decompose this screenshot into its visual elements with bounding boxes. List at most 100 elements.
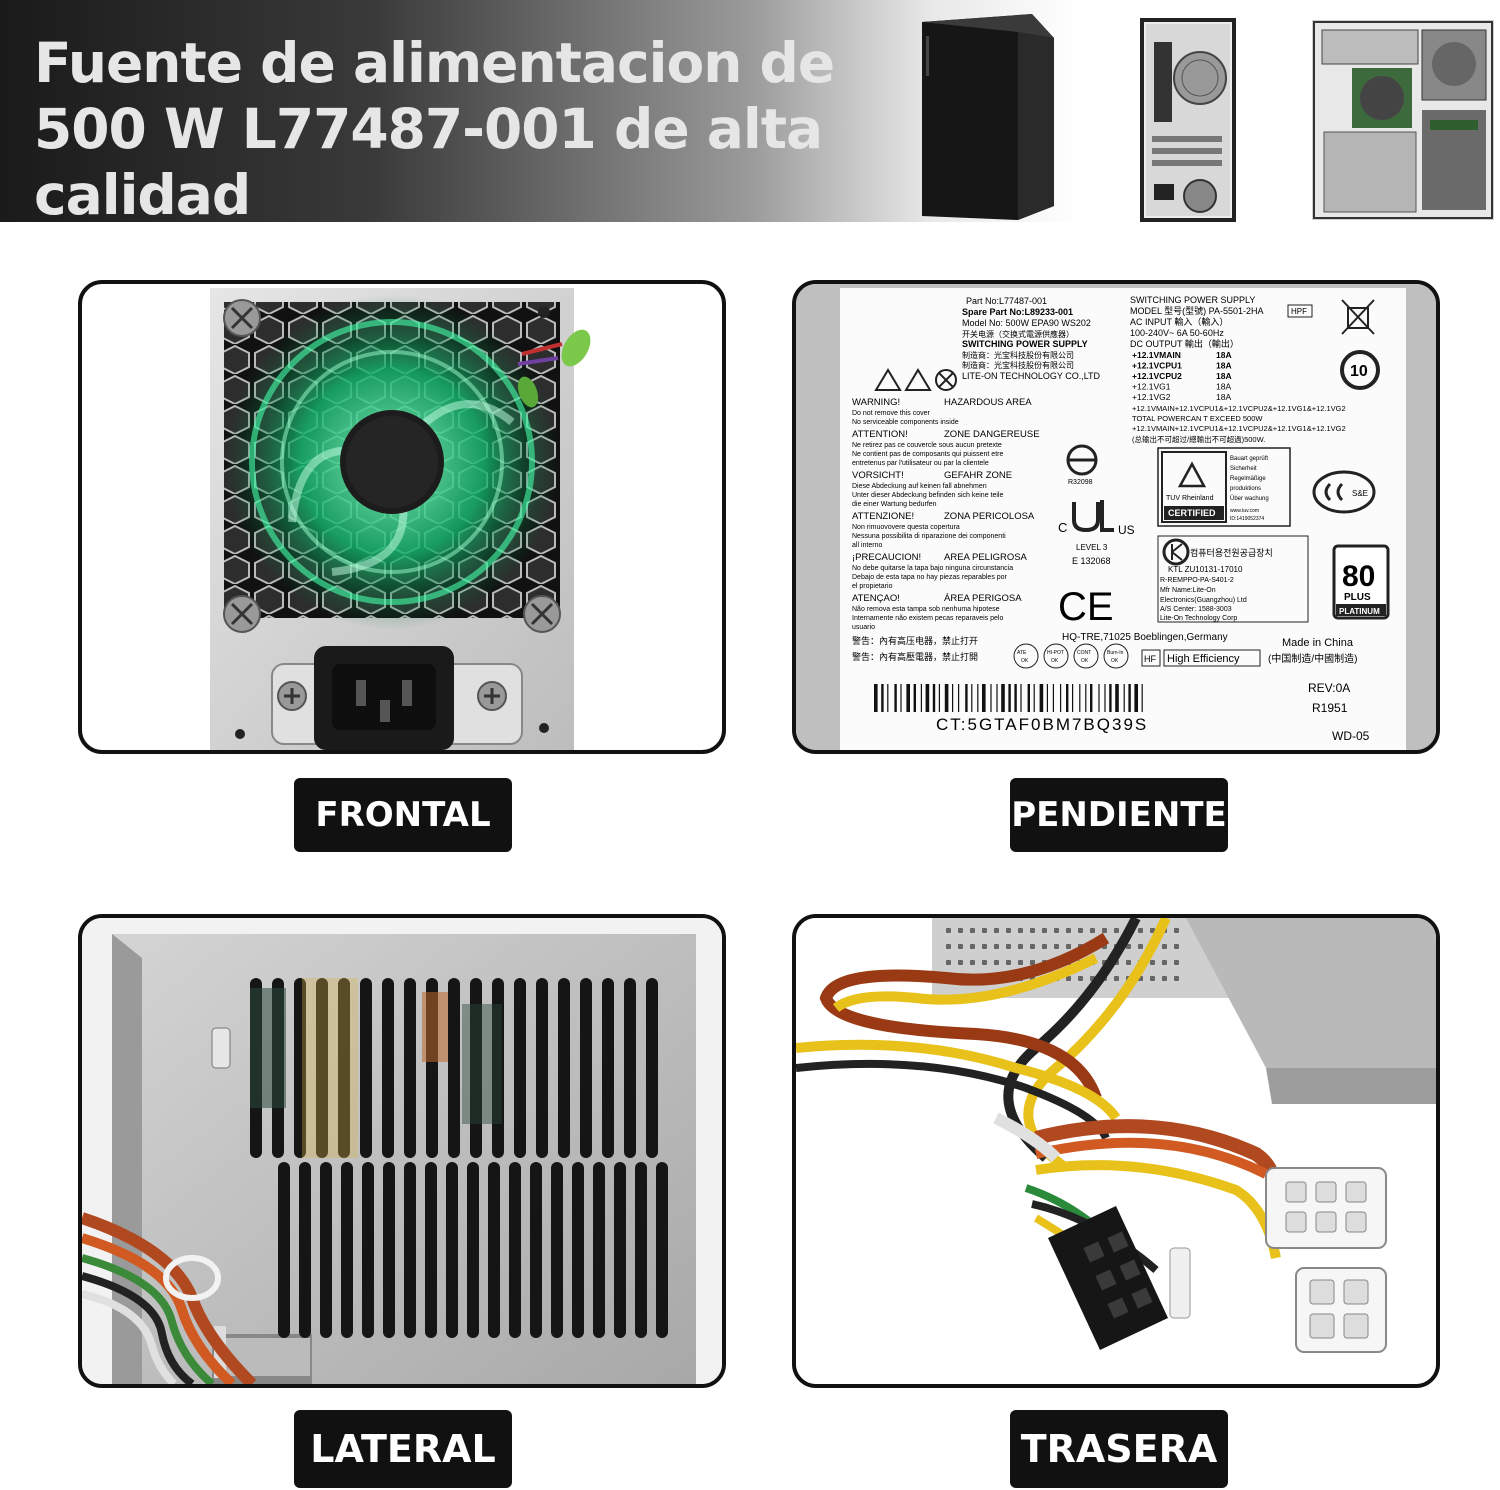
barcode-bar	[881, 684, 884, 712]
bsmi-icon	[1066, 444, 1098, 476]
tuv-site: www.tuv.com	[1230, 508, 1259, 514]
warning-line: Nessuna possibilita di riparazione dei c…	[852, 533, 1006, 540]
vent-slot	[602, 978, 614, 1158]
barcode-bar	[1046, 684, 1048, 712]
grille-hole	[1150, 976, 1155, 981]
tuv-id: ID:1419052374	[1230, 516, 1264, 522]
psu-side-image	[82, 918, 722, 1384]
trasera-view-panel[interactable]	[792, 914, 1440, 1388]
vent-slot	[446, 1162, 458, 1338]
grille-hole	[994, 944, 999, 949]
barcode-bar	[965, 684, 968, 712]
warning-title: ATENÇAO!	[852, 593, 900, 604]
vent-slot	[362, 1162, 374, 1338]
test-badge-name: Burn-In	[1107, 650, 1124, 656]
tuv-line: Über wachung	[1230, 495, 1269, 502]
frontal-view-panel[interactable]	[78, 280, 726, 754]
barcode-bar	[996, 684, 998, 712]
ct-serial: CT:5GTAF0BM7BQ39S	[936, 715, 1148, 734]
warning-line: all interno	[852, 542, 882, 549]
barcode-bar	[906, 684, 910, 712]
grille-hole	[1054, 928, 1059, 933]
cn-warning-1: 警告：內有高压电器，禁止打开	[852, 635, 978, 646]
switching-title: SWITCHING POWER SUPPLY	[962, 339, 1088, 349]
barcode-bar	[1060, 684, 1062, 712]
warning-line: Internamente não existem pecas reparavei…	[852, 615, 1003, 622]
grille-hole	[1102, 928, 1107, 933]
barcode-bar	[1123, 684, 1125, 712]
ccc-mark-icon	[1312, 470, 1376, 514]
ul-file: E 132068	[1072, 556, 1111, 566]
pc-tower-open-thumbnail[interactable]	[1312, 20, 1494, 220]
grille-hole	[1042, 944, 1047, 949]
total-line-3: +12.1VMAIN+12.1VCPU1&+12.1VCPU2&+12.1VG1…	[1132, 424, 1346, 433]
rev: REV:0A	[1308, 681, 1350, 695]
pendiente-view-panel[interactable]: Part No:L77487-001 Spare Part No:L89233-…	[792, 280, 1440, 754]
kc-r: R-REMPPO-PA-S401-2	[1160, 577, 1234, 584]
vent-slot	[467, 1162, 479, 1338]
barcode-bar	[1104, 684, 1106, 712]
tuv-line: Regelmäßige	[1230, 476, 1266, 482]
barcode	[874, 684, 1143, 712]
tuv-line: Bauart geprüft	[1230, 456, 1268, 462]
model-line: MODEL 型号(型號) PA-5501-2HA	[1130, 305, 1264, 316]
grille-hole	[1066, 976, 1071, 981]
made-cn: (中国制造/中國制造)	[1268, 652, 1357, 665]
warning-area: ZONE DANGEREUSE	[944, 429, 1040, 440]
pc-tower-front-thumbnail[interactable]	[914, 10, 1056, 222]
barcode-bar	[958, 684, 960, 712]
ul-c: C	[1058, 520, 1067, 535]
grille-hole	[958, 928, 963, 933]
plus-80: 80	[1342, 560, 1375, 593]
warning-line: No serviceable components inside	[852, 419, 959, 426]
grille-hole	[1090, 928, 1095, 933]
lateral-view-panel[interactable]	[78, 914, 726, 1388]
kc-mfr-1: Mfr Name:Lite-On	[1160, 587, 1216, 594]
test-badge-ok: OK	[1111, 658, 1119, 664]
barcode-bar	[1090, 684, 1093, 712]
banner-title: Fuente de alimentacion de 500 W L77487-0…	[34, 31, 835, 227]
vent-slot	[383, 1162, 395, 1338]
vent-slot	[404, 1162, 416, 1338]
grille-hole	[982, 944, 987, 949]
test-badge-name: HI-POT	[1047, 650, 1064, 656]
high-efficiency: High Efficiency	[1167, 653, 1240, 665]
vent-slot	[404, 978, 416, 1158]
kc-korean: 컴퓨터용전원공급장치	[1190, 547, 1273, 558]
barcode-bar	[944, 684, 949, 712]
barcode-bar	[1039, 684, 1044, 712]
vent-slot	[360, 978, 372, 1158]
rail-name: +12.1VG1	[1132, 382, 1171, 392]
total-line-2: TOTAL POWERCAN T EXCEED 500W	[1132, 414, 1263, 423]
lateral-label: LATERAL	[294, 1410, 512, 1488]
eco-10: 10	[1350, 363, 1368, 380]
kc-mfr-2: Electronics(Guangzhou) Ltd	[1160, 597, 1247, 604]
grille-hole	[1114, 976, 1119, 981]
warning-icons	[874, 368, 957, 391]
vent-slot	[624, 978, 636, 1158]
ccc-se: S&E	[1352, 489, 1368, 498]
test-badge-circle	[1103, 643, 1129, 669]
vent-slot	[530, 1162, 542, 1338]
barcode-bar	[990, 684, 992, 712]
grille-hole	[946, 960, 951, 965]
test-badge-ok: OK	[1021, 658, 1029, 664]
warning-line: Ne retirez pas ce couvercle sous aucun p…	[852, 442, 1002, 449]
grille-hole	[958, 960, 963, 965]
barcode-bar	[1115, 684, 1119, 712]
warning-title: ATTENZIONE!	[852, 511, 914, 522]
test-badge-name: ATE	[1017, 650, 1027, 656]
warning-line: Ne contient pas de composants qui puisse…	[852, 451, 1003, 458]
tuv-cert: CERTIFIED	[1168, 508, 1216, 518]
grille-hole	[1018, 960, 1023, 965]
psu-front-image	[210, 288, 591, 750]
total-line-1: +12.1VMAIN+12.1VCPU1&+12.1VCPU2&+12.1VG1…	[1132, 404, 1346, 413]
grille-hole	[1018, 944, 1023, 949]
grille-hole	[958, 944, 963, 949]
kc-ktl: KTL ZU10131-17010	[1168, 565, 1243, 574]
barcode-bar	[913, 684, 916, 712]
pc-tower-rear-thumbnail[interactable]	[1140, 18, 1236, 222]
pendiente-label: PENDIENTE	[1010, 778, 1228, 852]
frontal-label: FRONTAL	[294, 778, 512, 852]
barcode-bar	[982, 684, 986, 712]
